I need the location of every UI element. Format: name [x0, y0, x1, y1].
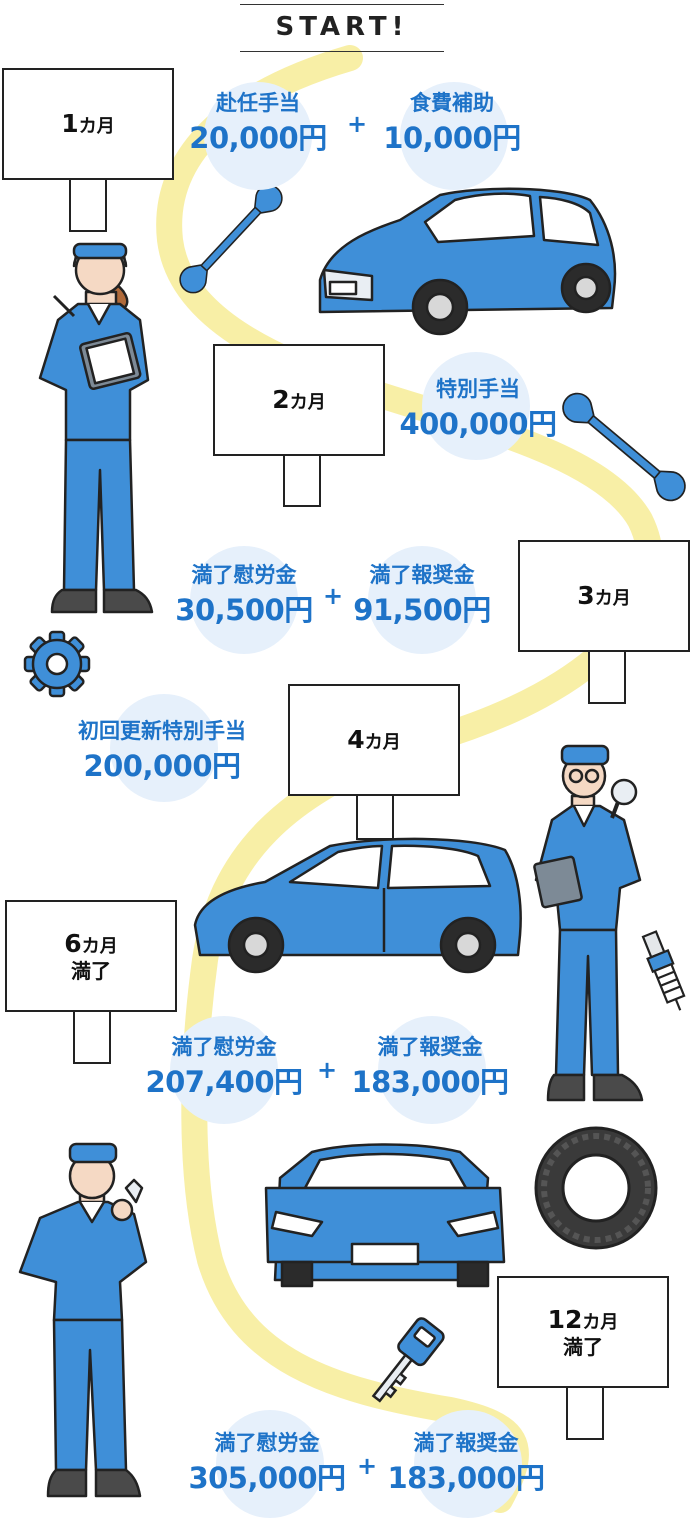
- sign-sub: 満了: [563, 1335, 603, 1360]
- sign-number: 1: [61, 109, 79, 139]
- allowance-label: 食費補助: [410, 91, 494, 115]
- car-icon: [264, 1143, 506, 1288]
- allowance-amount: 満了慰労金 30,500円: [160, 560, 328, 630]
- month-sign-1: 1カ月: [2, 68, 174, 180]
- car-icon: [193, 837, 522, 974]
- allowance-amount: 特別手当 400,000円: [388, 374, 568, 444]
- allowance-label: 満了報奨金: [369, 563, 475, 587]
- month-sign-2: 2カ月: [213, 344, 385, 456]
- amount-bubble: [422, 352, 530, 460]
- tire-icon: [534, 1126, 658, 1250]
- allowance-amount: 満了報奨金 91,500円: [340, 560, 504, 630]
- mechanic-woman-icon: [38, 242, 154, 614]
- sign-number: 4: [347, 725, 365, 755]
- amount-bubble: [110, 694, 218, 802]
- allowance-value: 183,000円: [387, 1461, 545, 1495]
- month-sign-6: 6カ月 満了: [5, 900, 177, 1012]
- gear-icon: [23, 630, 91, 698]
- mechanic-glasses-icon: [533, 744, 644, 1102]
- plus-sign: +: [347, 110, 368, 138]
- allowance-amount: 赴任手当 20,000円: [178, 88, 338, 158]
- allowance-label: 満了報奨金: [377, 1035, 483, 1059]
- allowance-label: 満了慰労金: [171, 1035, 277, 1059]
- allowance-amount: 満了報奨金 183,000円: [376, 1428, 556, 1498]
- allowance-label: 満了報奨金: [413, 1431, 519, 1455]
- allowance-label: 満了慰労金: [214, 1431, 320, 1455]
- allowance-amount: 初回更新特別手当 200,000円: [44, 716, 280, 786]
- sign-post: [356, 794, 394, 840]
- mechanic-thumbs-up-icon: [18, 1142, 148, 1498]
- sign-post: [69, 178, 107, 232]
- sign-number: 12: [547, 1304, 583, 1334]
- car-icon: [318, 187, 617, 336]
- sign-post: [588, 650, 626, 704]
- allowance-label: 特別手当: [436, 377, 520, 401]
- allowance-value: 91,500円: [353, 593, 491, 627]
- amount-bubble: [204, 82, 312, 190]
- sign-post: [566, 1386, 604, 1440]
- sign-unit: カ月: [364, 732, 401, 754]
- amount-bubble: [414, 1410, 522, 1518]
- car-key-icon: [371, 1317, 445, 1403]
- allowance-amount: 満了報奨金 183,000円: [340, 1032, 520, 1102]
- start-label: START!: [275, 12, 409, 42]
- wrench-icon: [175, 180, 288, 298]
- sign-post: [283, 453, 321, 507]
- sign-unit: カ月: [78, 116, 115, 138]
- allowance-value: 305,000円: [188, 1461, 346, 1495]
- plus-sign: +: [317, 1056, 338, 1084]
- amount-bubble: [400, 82, 508, 190]
- sign-unit: カ月: [582, 1311, 619, 1333]
- month-sign-12: 12カ月 満了: [497, 1276, 669, 1388]
- sign-number: 3: [577, 581, 595, 611]
- allowance-value: 200,000円: [83, 749, 241, 783]
- road-path: [156, 45, 664, 1513]
- sign-unit: カ月: [594, 588, 631, 610]
- spark-plug-icon: [641, 930, 686, 1011]
- allowance-value: 400,000円: [399, 407, 557, 441]
- start-header: START!: [240, 4, 444, 52]
- plus-sign: +: [323, 582, 344, 610]
- allowance-amount: 満了慰労金 207,400円: [136, 1032, 312, 1102]
- allowance-amount: 満了慰労金 305,000円: [178, 1428, 356, 1498]
- allowance-value: 207,400円: [145, 1065, 303, 1099]
- sign-sub: 満了: [71, 959, 111, 984]
- amount-bubble: [368, 546, 476, 654]
- month-sign-4: 4カ月: [288, 684, 460, 796]
- sign-number: 6: [64, 928, 82, 958]
- sign-post: [73, 1010, 111, 1064]
- month-sign-3: 3カ月: [518, 540, 690, 652]
- allowance-label: 満了慰労金: [191, 563, 297, 587]
- allowance-label: 初回更新特別手当: [78, 719, 246, 743]
- sign-unit: カ月: [289, 392, 326, 414]
- allowance-value: 30,500円: [175, 593, 313, 627]
- allowance-amount: 食費補助 10,000円: [372, 88, 532, 158]
- amount-bubble: [216, 1410, 324, 1518]
- allowance-value: 183,000円: [351, 1065, 509, 1099]
- amount-bubble: [170, 1016, 278, 1124]
- allowance-value: 20,000円: [189, 121, 327, 155]
- plus-sign: +: [357, 1452, 378, 1480]
- sign-number: 2: [272, 385, 290, 415]
- allowance-label: 赴任手当: [216, 91, 300, 115]
- amount-bubble: [190, 546, 298, 654]
- allowance-value: 10,000円: [383, 121, 521, 155]
- amount-bubble: [378, 1016, 486, 1124]
- sign-unit: カ月: [81, 935, 118, 957]
